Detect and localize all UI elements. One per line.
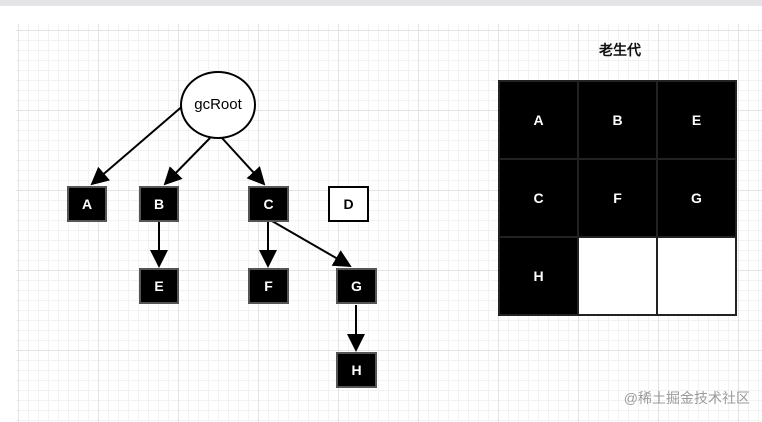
grid-cell: C [500,160,577,236]
old-generation-grid: A B E C F G H [498,80,737,316]
edge-gcroot-c [221,137,266,186]
grid-cell-empty [658,238,735,314]
grid-cell: F [579,160,656,236]
node-a: A [67,186,107,222]
node-c: C [248,186,289,222]
gcroot-node: gcRoot [180,71,256,139]
edge-gcroot-a [90,103,186,186]
top-bar [0,0,762,6]
node-b: B [139,186,179,222]
grid-cell: A [500,82,577,158]
node-f: F [248,268,289,304]
grid-cell: G [658,160,735,236]
node-h: H [336,352,377,388]
node-d: D [328,186,369,222]
grid-cell-empty [579,238,656,314]
old-generation-title: 老生代 [599,42,641,58]
node-g: G [336,268,377,304]
watermark: @稀土掘金技术社区 [623,390,750,406]
edge-gcroot-b [163,137,211,186]
edge-c-g [271,220,352,267]
node-e: E [139,268,179,304]
grid-cell: B [579,82,656,158]
grid-cell: H [500,238,577,314]
grid-cell: E [658,82,735,158]
